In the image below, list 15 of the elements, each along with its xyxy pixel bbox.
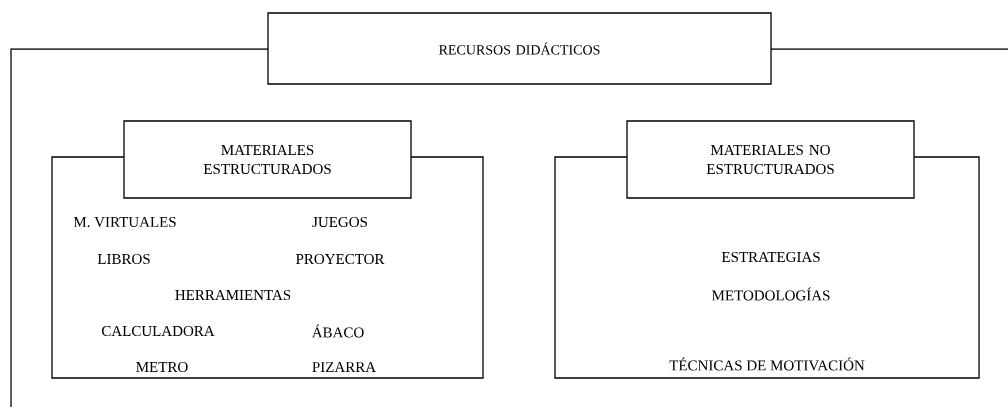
item-text: CALCULADORA	[101, 325, 215, 337]
title-box: RECURSOS DIDÁCTICOS	[267, 12, 772, 85]
item-text: LIBROS	[97, 253, 150, 265]
item-text: PIZARRA	[312, 362, 376, 372]
item-text: ESTRATEGIAS	[721, 251, 820, 263]
item-text: ÁBACO	[311, 324, 364, 338]
item-text: HERRAMIENTAS	[175, 289, 291, 301]
item-text: METRO	[136, 361, 188, 373]
item-text: M. VIRTUALES	[73, 216, 176, 228]
item-text: JUEGOS	[312, 216, 367, 228]
item-text: TÉCNICAS DE MOTIVACIÓN	[669, 357, 865, 371]
header-box: MATERIALES NO ESTRUCTURADOS	[626, 120, 915, 199]
item-text: PROYECTOR	[296, 253, 385, 265]
item-text: METODOLOGÍAS	[712, 287, 830, 301]
header-box: MATERIALES ESTRUCTURADOS	[123, 120, 412, 199]
